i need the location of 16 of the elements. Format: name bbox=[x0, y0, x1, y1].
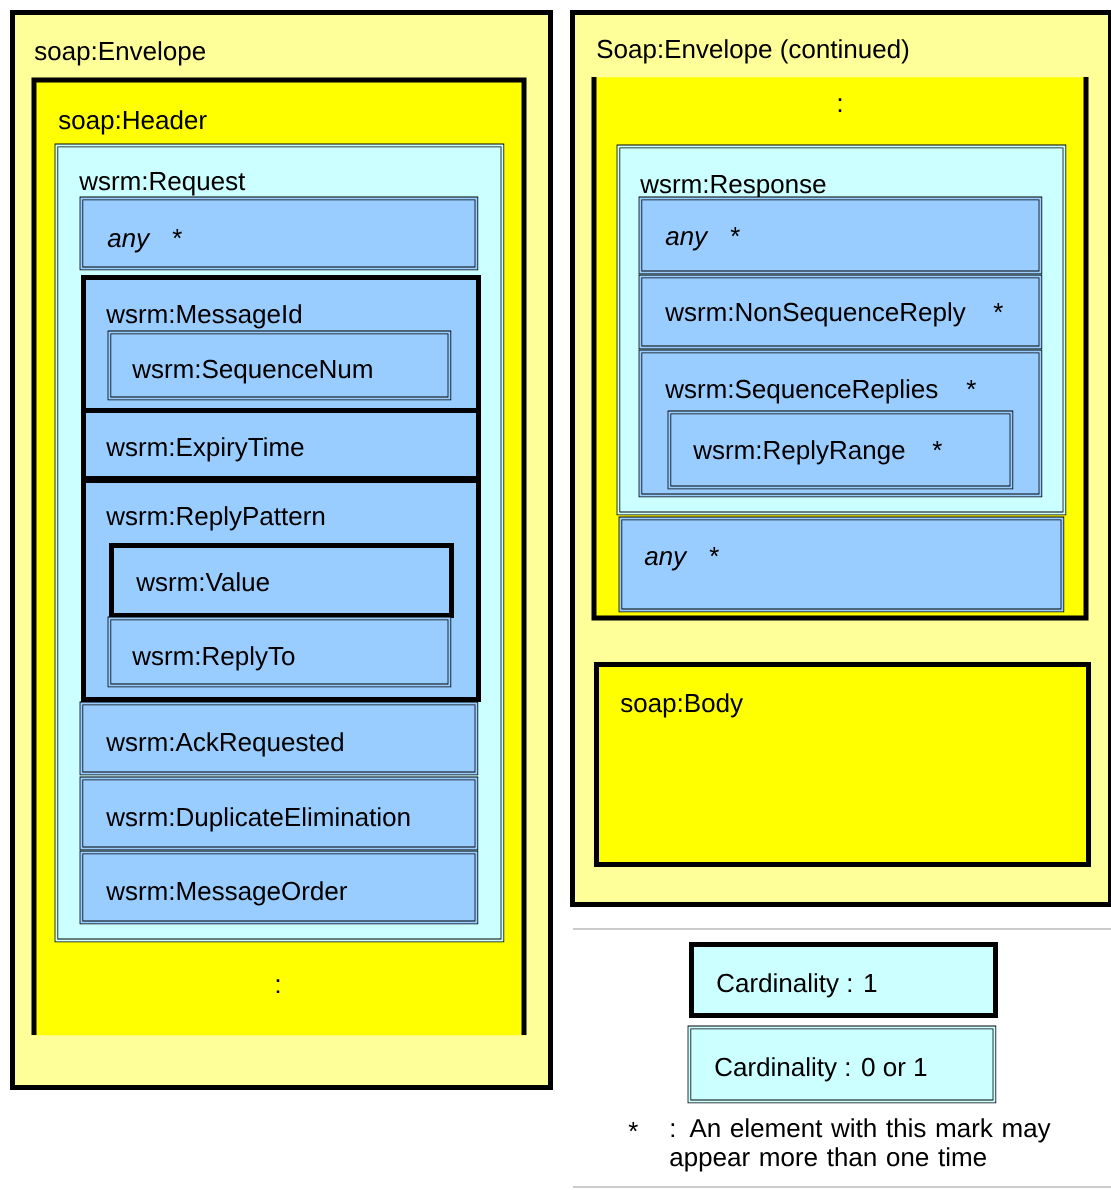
legend-box: Cardinality : 1 bbox=[689, 942, 998, 1018]
element-box: wsrm:SequenceNum bbox=[107, 330, 452, 401]
element-box: wsrm:NonSequenceReply * bbox=[638, 274, 1043, 350]
element-box: any * bbox=[79, 196, 479, 271]
element-box: any * bbox=[638, 196, 1043, 275]
asterisk-mark: * bbox=[628, 1122, 638, 1132]
element-box: wsrm:ReplyRange * bbox=[667, 410, 1014, 490]
element-box: wsrm:Value bbox=[109, 543, 454, 618]
element-box: wsrm:DuplicateElimination bbox=[79, 776, 479, 851]
element-box: wsrm:ExpiryTime bbox=[81, 408, 481, 481]
element-box: any * bbox=[618, 516, 1065, 613]
element-box: wsrm:ReplyTo bbox=[107, 616, 452, 688]
body-box: soap:Body bbox=[594, 662, 1091, 867]
legend-box: Cardinality : 0 or 1 bbox=[687, 1025, 997, 1104]
element-box: wsrm:MessageOrder bbox=[79, 850, 479, 925]
element-box: wsrm:AckRequested bbox=[79, 701, 479, 776]
